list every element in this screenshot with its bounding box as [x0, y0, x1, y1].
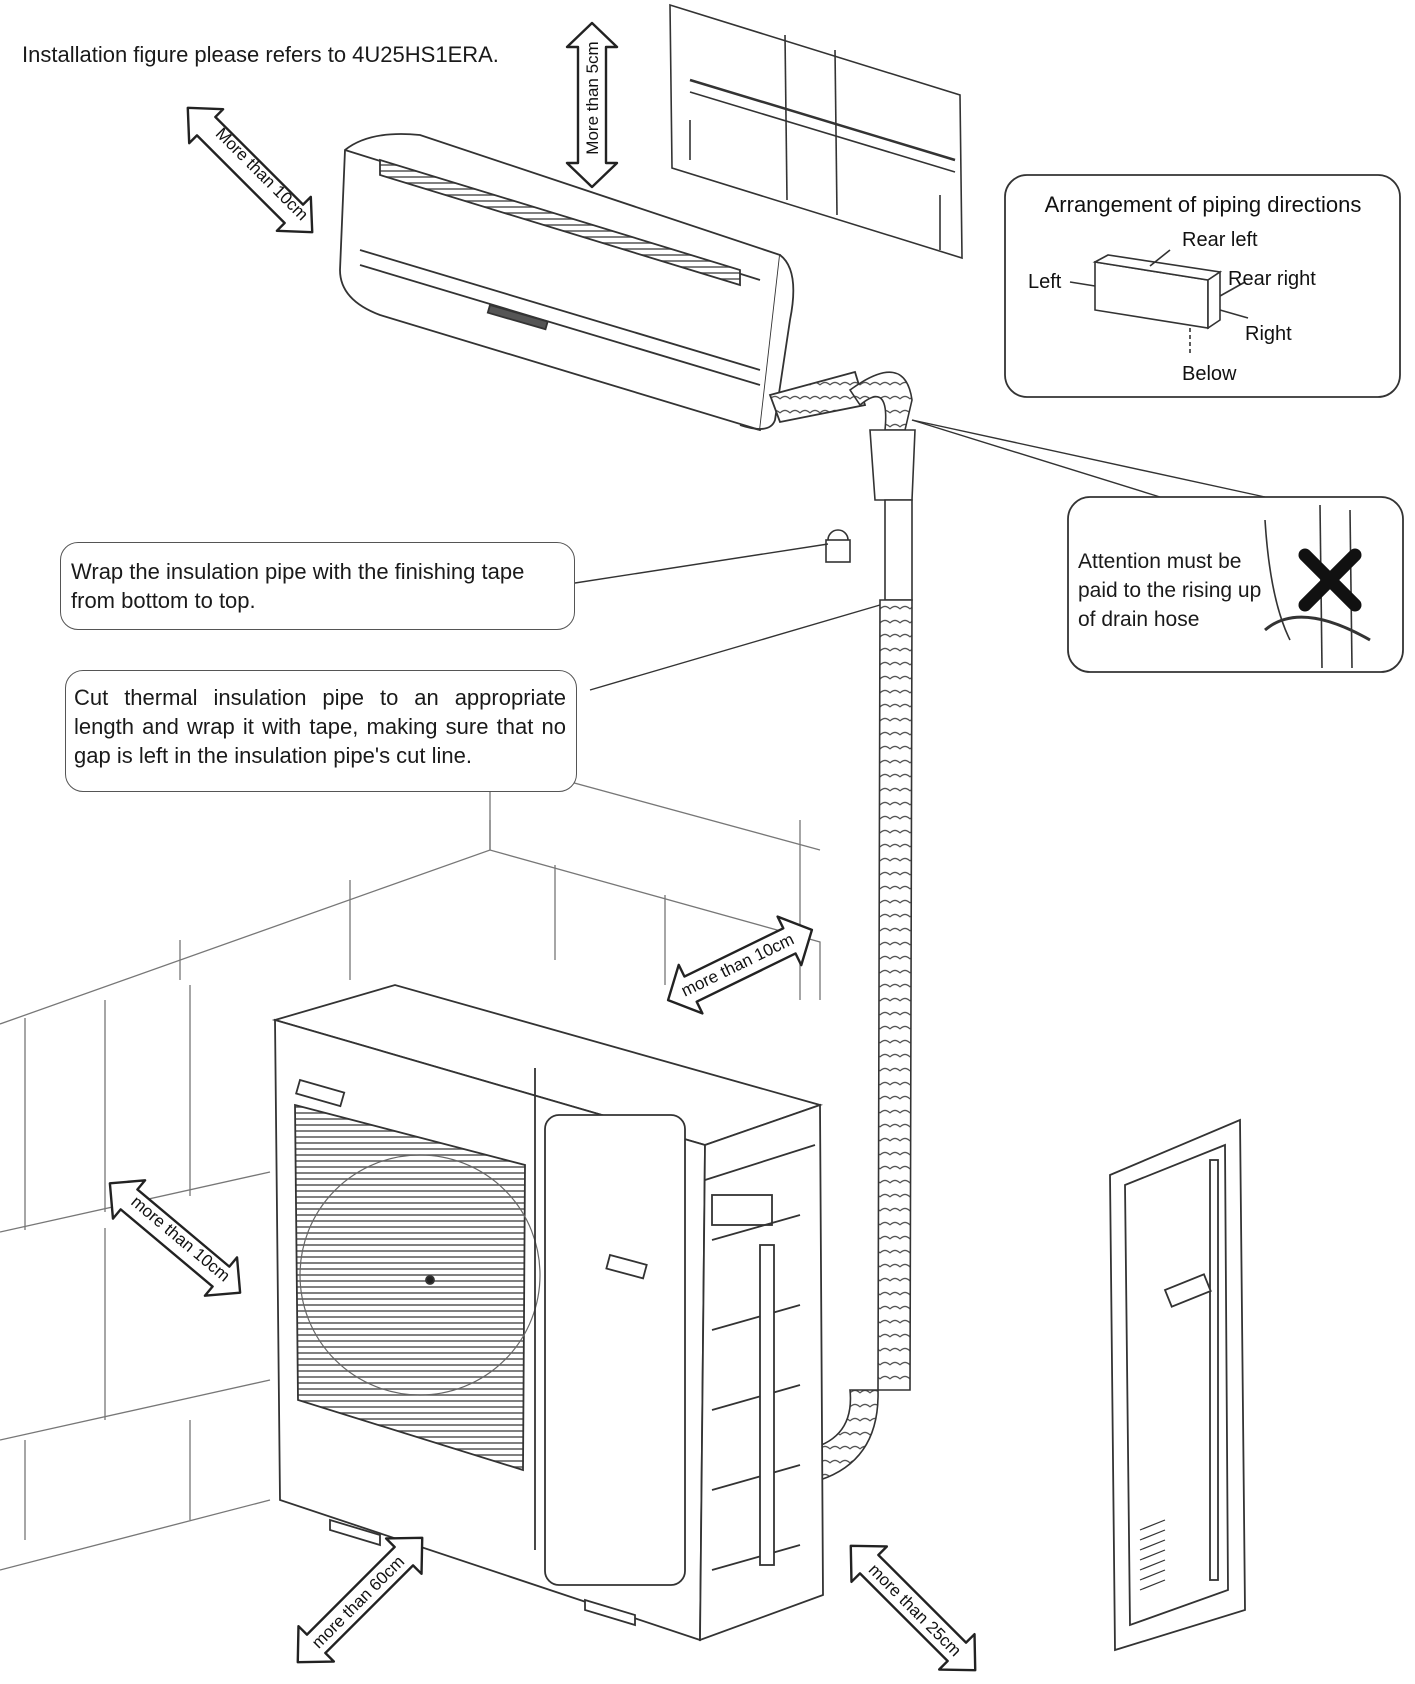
piping-label-rear-right: Rear right [1228, 268, 1316, 290]
piping-label-left: Left [1028, 271, 1062, 293]
piping-box-title: Arrangement of piping directions [1045, 192, 1362, 217]
clearance-indoor-side-label: More than 10cm [212, 124, 312, 224]
callout-drain-hose-text: Attention must be paid to the rising up … [1078, 550, 1262, 631]
insulation-pipe [803, 371, 916, 1481]
clearance-outdoor-left-label: more than 10cm [127, 1192, 233, 1286]
clearance-outdoor-right-label: more than 25cm [865, 1560, 965, 1660]
clearance-outdoor-front-label: more than 60cm [308, 1552, 408, 1652]
double-arrow-icon [666, 915, 814, 1015]
indoor-mounting-plate [669, 3, 963, 260]
clearance-indoor-top-label: More than 5cm [583, 41, 602, 154]
cross-icon [1298, 548, 1362, 612]
clearance-outdoor-back-label: more than 10cm [678, 930, 797, 1001]
indoor-unit [339, 133, 867, 432]
callout-cut-pipe-text: Cut thermal insulation pipe to an approp… [74, 685, 566, 768]
double-arrow-icon [296, 1536, 424, 1664]
outdoor-unit [271, 984, 824, 1642]
double-arrow-icon [186, 106, 314, 234]
header-text: Installation figure please refers to 4U2… [22, 42, 499, 67]
piping-box-frame [1004, 174, 1401, 398]
outdoor-side-panel [1109, 1118, 1246, 1652]
piping-label-right: Right [1245, 323, 1292, 345]
drain-box-frame [1067, 496, 1404, 673]
double-arrow-icon [565, 21, 619, 189]
piping-label-rear-left: Rear left [1182, 229, 1258, 251]
clearance-arrows [108, 21, 977, 1672]
piping-label-below: Below [1182, 363, 1237, 385]
piping-unit-sketch [1069, 249, 1249, 355]
double-arrow-icon [108, 1179, 242, 1297]
callout-wrap-tape: Wrap the insulation pipe with the finish… [60, 542, 575, 630]
callout-wrap-tape-text: Wrap the insulation pipe with the finish… [71, 559, 525, 613]
double-arrow-icon [849, 1544, 977, 1672]
callout-cut-pipe: Cut thermal insulation pipe to an approp… [65, 670, 577, 792]
leader-lines [574, 419, 1266, 691]
